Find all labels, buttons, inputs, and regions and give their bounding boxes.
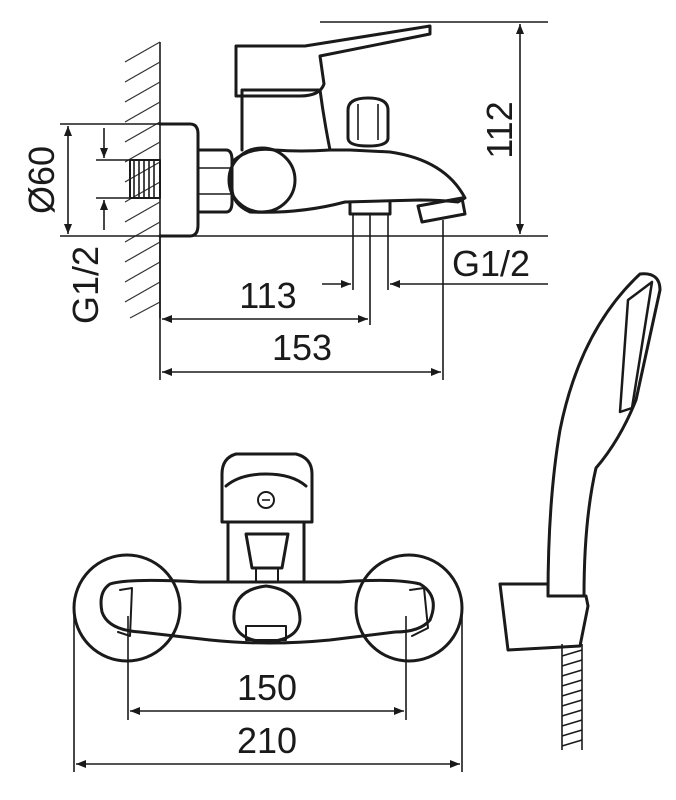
side-dimension-lines [60,21,548,380]
faucet-front-view [72,452,464,663]
faucet-side-view [129,24,467,238]
shower-handset-icon [498,272,662,750]
dim-112-label: 112 [479,101,520,158]
dim-150-label: 150 [237,667,297,708]
front-dimension-lines [73,610,463,772]
dim-d60-label: Ø60 [21,146,62,214]
dim-153-label: 153 [272,327,332,368]
dim-g12-right-label: G1/2 [452,243,530,284]
dim-113-label: 113 [239,275,296,316]
dim-210-label: 210 [237,720,297,761]
dim-g12-left-label: G1/2 [65,246,106,324]
